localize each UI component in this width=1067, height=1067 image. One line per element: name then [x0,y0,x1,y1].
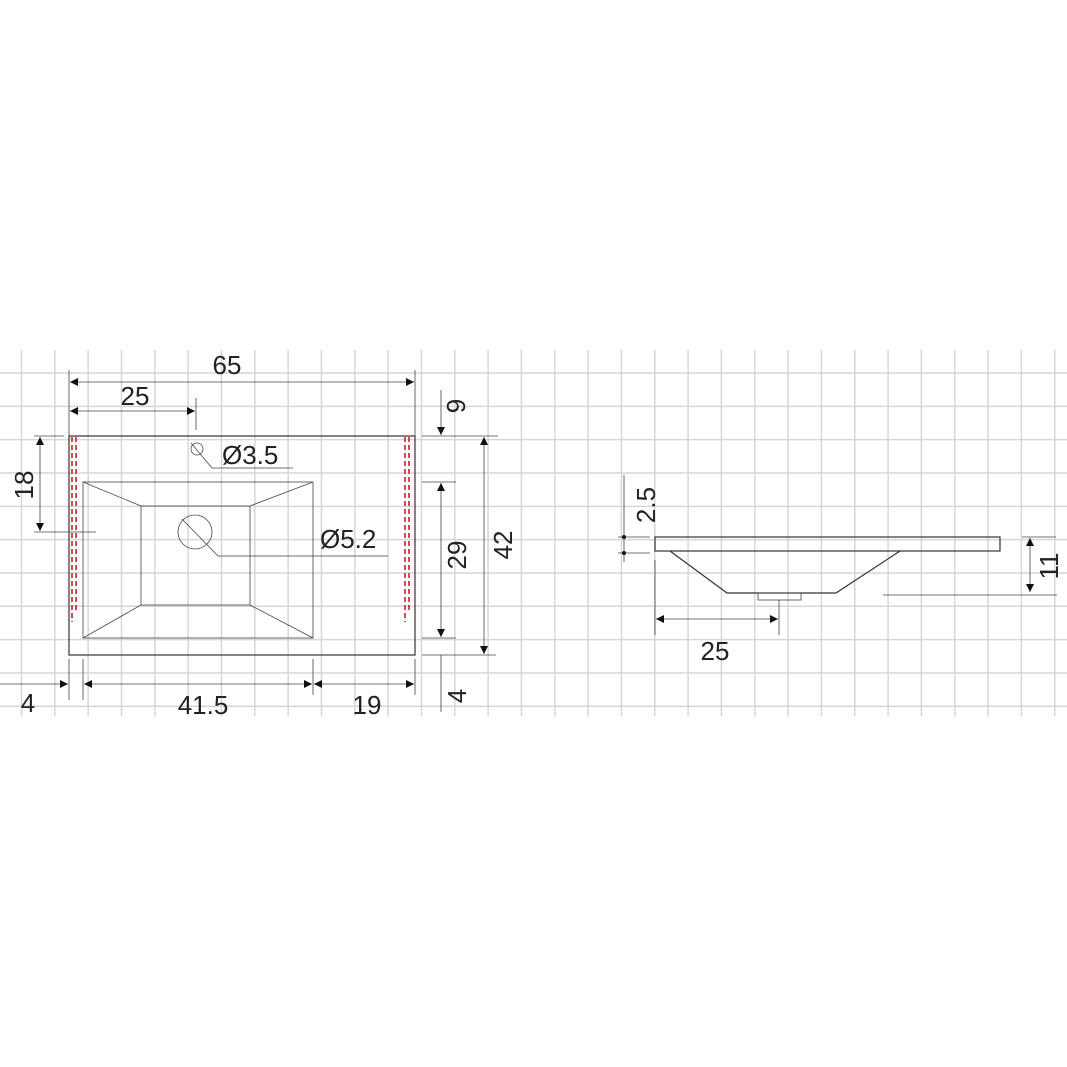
background-grid [0,350,1067,716]
dim-bottom-margin: 4 [442,689,472,703]
dim-basin-depth: 29 [442,541,472,570]
dim-top-margin: 9 [441,399,471,413]
tap-hole [190,442,204,456]
side-view: 2.5 11 25 [618,475,1064,666]
dim-drain-offset-side: 25 [701,636,730,666]
countertop-outline [68,435,416,656]
slab [654,536,1001,552]
basin-profile [669,550,901,594]
dim-right-ledge: 19 [353,690,382,720]
dim-left-margin: 4 [21,688,35,718]
top-view: 65 25 18 Ø3.5 Ø5.2 9 29 4 42 4 41.5 19 [0,350,518,720]
dim-tap-offset: 25 [121,381,150,411]
drain-outlet [757,592,802,601]
dim-basin-width: 41.5 [178,690,229,720]
fixing-marks [71,437,410,622]
dim-drain-diameter: Ø5.2 [320,524,376,554]
dim-slab-thickness: 2.5 [631,487,661,523]
dim-total-height: 11 [1034,553,1064,580]
drain-hole [177,514,213,550]
basin-bottom [140,505,251,606]
basin-outline [82,481,314,639]
dim-depth: 42 [488,531,518,560]
dim-width: 65 [213,350,242,380]
dim-drain-offset: 18 [9,471,39,500]
basin-slopes [82,481,314,639]
dim-tap-diameter: Ø3.5 [222,440,278,470]
